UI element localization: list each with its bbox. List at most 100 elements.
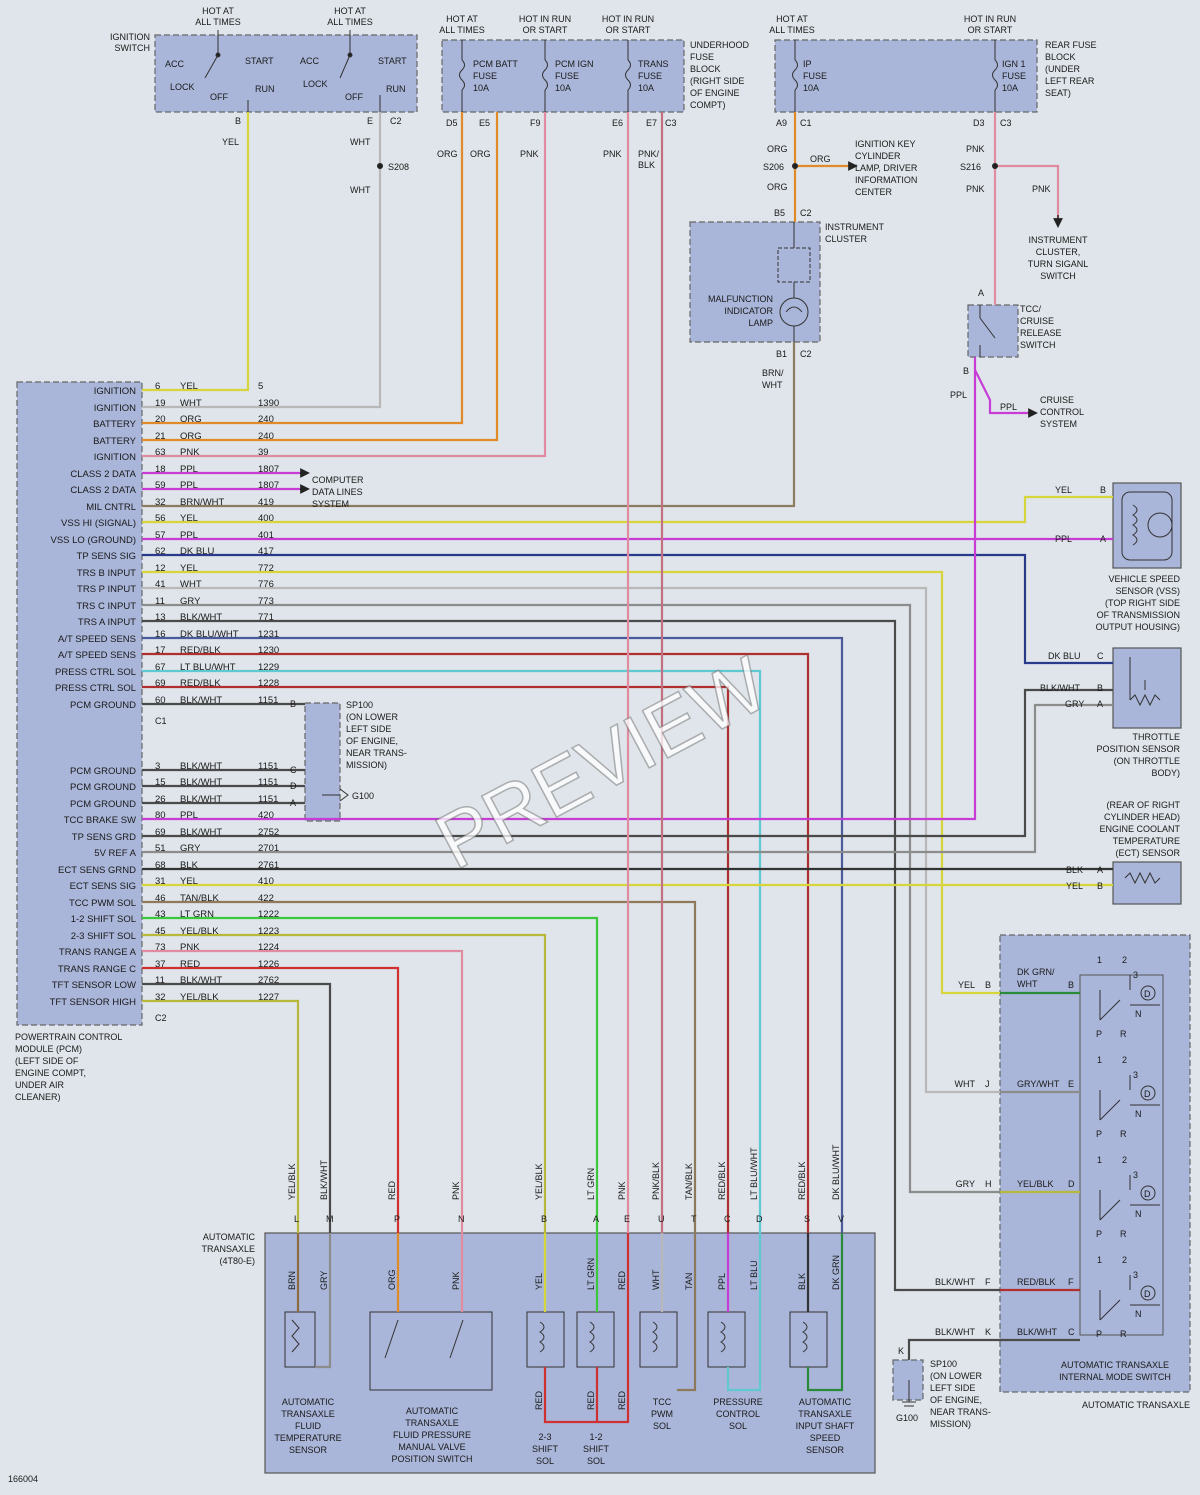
wire-tp-grd [142,688,1113,838]
pcm-pin-name: PRESS CTRL SOL [55,667,136,678]
wire-label: BLK/WHT [1017,1327,1058,1337]
connector-pin: T [691,1214,697,1224]
inner-wire-label: RED [586,1390,596,1410]
wire-label: TAN/BLK [684,1163,694,1200]
wire-12-shift [142,916,599,1233]
pcm-circuit-number: 1228 [258,678,279,689]
wire-label: PNK [966,184,985,194]
switch-position: OFF [210,92,228,102]
pcm-wire-color: YEL [180,876,198,887]
connector-id: C2 [155,1013,167,1023]
pcm-circuit-number: 2762 [258,975,279,986]
connector-pin: C [724,1214,731,1224]
inner-wire-label: LT GRN [586,1258,596,1290]
wire-label: PPL [950,390,967,400]
pcm-pin-name: IGNITION [94,386,136,397]
pcm-circuit-number: 417 [258,546,274,557]
ignition-switch-contacts [204,30,381,112]
wire-press-ctrl-2 [142,685,730,1233]
pcm-wire-color: WHT [180,398,202,409]
wire-label: RED [387,1180,397,1200]
wire-tp-sig [142,553,1113,665]
connector-pin: P [394,1214,400,1224]
pcm-wire-color: TAN/BLK [180,893,220,904]
connector-pin: F [1068,1277,1074,1287]
connector-pin: A [1097,699,1103,709]
pcm-pin-number: 18 [155,464,166,475]
pcm-pin-number: 37 [155,959,166,970]
wire-trs-a [142,619,1000,1292]
connector-pin: E [1068,1079,1074,1089]
pcm-pin-number: 17 [155,645,166,656]
pcm-pin-number: 11 [155,596,165,607]
wire-tan-inner [677,1233,697,1392]
connector-pin: B [1097,683,1103,693]
connector-pin: F9 [530,118,541,128]
pcm-pin-number: 16 [155,629,166,640]
rear-fuse-block-box [774,39,1038,113]
inner-wire-label: TAN [684,1273,694,1290]
contact-label: 3 [1133,1270,1138,1280]
switch-position: OFF [345,92,363,102]
pcm-circuit-number: 1390 [258,398,279,409]
pcm-pin-name: PRESS CTRL SOL [55,683,136,694]
pcm-wire-color: ORG [180,431,202,442]
connector-pin: B [985,980,991,990]
wire-label: BLK/WHT [935,1277,976,1287]
pcm-wire-color: PNK [180,942,200,953]
pcm-circuit-number: 1151 [258,761,278,772]
wire-label: BLK/WHT [935,1327,976,1337]
wire-ignition-yel [142,112,250,392]
wire-label: BLK/WHT [1040,683,1081,693]
connector-pin: D [290,781,297,791]
wire-battery-org-2 [142,112,499,442]
pcm-pin-number: 67 [155,662,166,673]
connector-pin: J [985,1079,990,1089]
pcm-pin-name: PCM GROUND [70,700,136,711]
wire-trs-b [142,570,1000,995]
pcm-wire-color: PPL [180,810,198,821]
pcm-wire-color: WHT [180,579,202,590]
contact-label: R [1120,1029,1127,1039]
contact-label: 1 [1097,1255,1102,1265]
wire-label: RED/BLK [797,1161,807,1200]
pcm-pin-name: TRANS RANGE A [59,947,137,958]
contact-label: R [1120,1329,1127,1339]
switch-position: START [378,56,407,66]
connector-pin: B [1068,980,1074,990]
contact-label: D [1144,1289,1151,1299]
contact-label: P [1096,1329,1102,1339]
wire-label: RED/BLK [1017,1277,1056,1287]
pcm-box [16,381,143,1026]
inner-wire-label: DK GRN [831,1255,841,1290]
wire-label: PNK [966,144,985,154]
pcm-pin-name: A/T SPEED SENS [58,634,136,645]
instrument-cluster-box [689,221,821,343]
wire-ignition-wht [142,112,382,409]
connector-pin: A [1100,534,1106,544]
wire-label: DK BLU/WHT [831,1144,841,1200]
pcm-pin-number: 60 [155,695,166,706]
pcm-wire-color: RED [180,959,200,970]
wire-label: PNK [617,1181,627,1200]
pcm-circuit-number: 1226 [258,959,279,970]
pcm-pin-number: 46 [155,893,166,904]
pcm-wire-color: YEL/BLK [180,992,219,1003]
connector-pin: B5 [774,208,785,218]
connector-pin: B1 [776,349,787,359]
pcm-pin-name: TRS P INPUT [77,584,136,595]
pcm-pin-name: 2-3 SHIFT SOL [71,931,136,942]
pcm-wire-color: YEL/BLK [180,926,219,937]
pcm-wire-color: BLK/WHT [180,975,222,986]
splice-dot [792,163,798,169]
contact-label: 2 [1122,1055,1127,1065]
pcm-wire-color: PPL [180,530,198,541]
fuse-symbols [459,40,998,112]
